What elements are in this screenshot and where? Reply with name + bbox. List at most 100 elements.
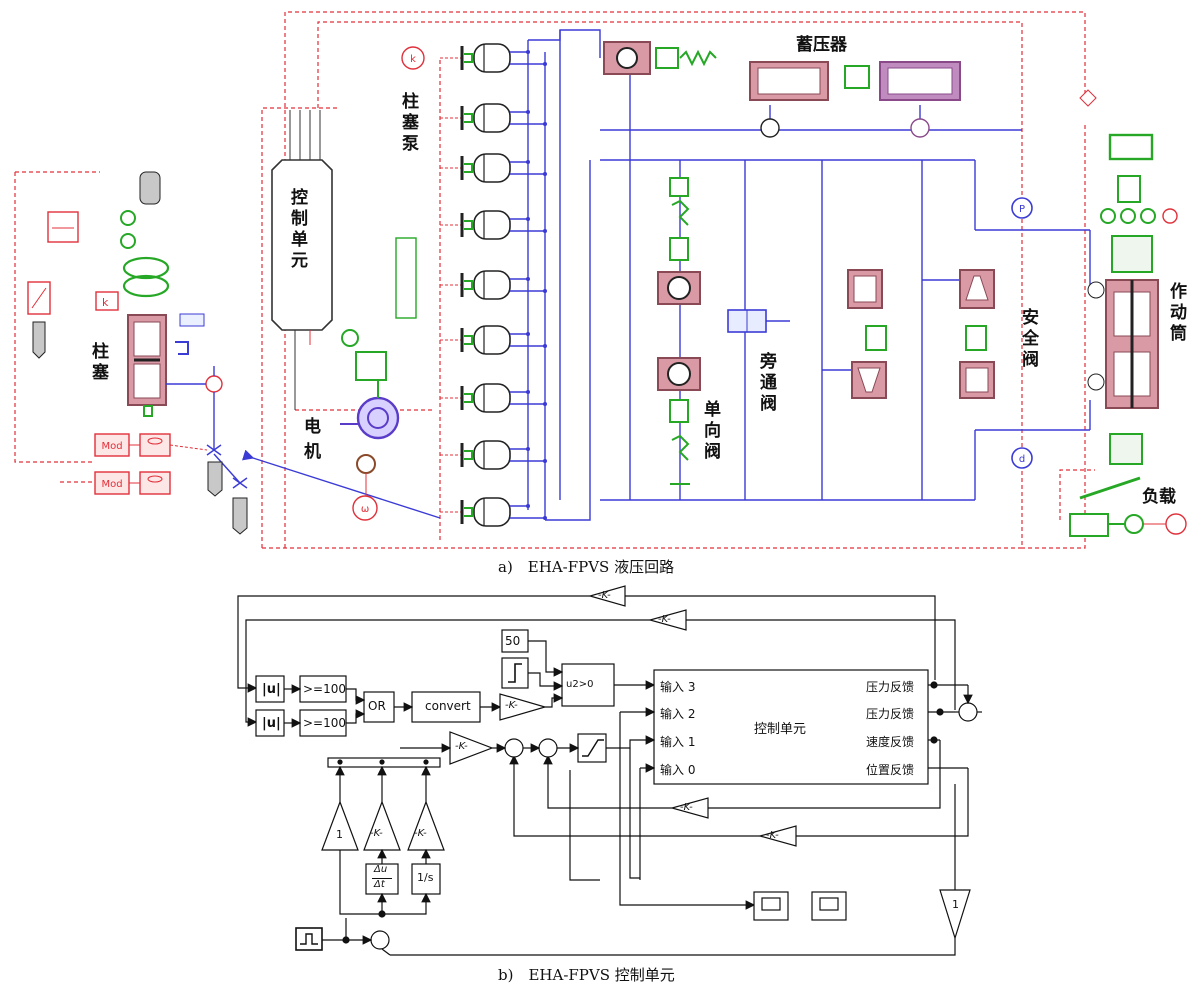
gain-block-position <box>757 825 797 847</box>
gain-speed-label: -K- <box>680 802 693 813</box>
sum-node-1 <box>504 738 524 758</box>
input-port-1: 输入 1 <box>660 735 696 749</box>
load-label: 负载 <box>1142 487 1176 507</box>
caption-a: a) EHA-FPVS 液压回路 <box>498 558 675 576</box>
plunger-pump-label: 柱塞泵 <box>398 92 418 155</box>
probe-icon <box>207 461 223 497</box>
pump-piston-4 <box>440 210 547 240</box>
database-icon <box>139 433 171 457</box>
safety-valves: P d <box>847 197 1033 469</box>
bypass-valve <box>727 309 790 333</box>
signal-generator-icon <box>295 927 323 951</box>
tag-icon <box>179 313 205 327</box>
k-source-icon <box>401 46 425 70</box>
derivative-fraction-bar <box>372 878 392 879</box>
sensor-icon <box>356 454 376 474</box>
gain-derivative-label: -K- <box>370 828 383 839</box>
convert-block-label: convert <box>425 699 471 713</box>
bypass-valve-label: 旁通阀 <box>756 352 776 415</box>
signal-block-icon <box>47 211 79 243</box>
input-port-0: 输入 0 <box>660 763 696 777</box>
load-icon <box>1109 433 1143 465</box>
gain-one-label: 1 <box>336 828 343 841</box>
integrator-block <box>411 863 441 895</box>
pump-piston-1 <box>440 43 547 73</box>
input-port-3: 输入 3 <box>660 680 696 694</box>
pump-piston-3 <box>440 153 547 183</box>
control-unit-title: 控制单元 <box>754 722 807 737</box>
spring-icon <box>679 49 717 67</box>
abs-block-2-label: |u| <box>262 716 281 731</box>
pressure-sensor-label: P <box>1019 204 1025 215</box>
control-unit-block <box>653 669 929 785</box>
probe-icon <box>232 497 248 535</box>
sum-node-error <box>370 930 390 950</box>
switch-condition-label: u2>0 <box>566 679 594 690</box>
load-source-icon <box>1165 513 1187 535</box>
hydraulic-lines <box>559 30 1091 501</box>
pump-piston-5 <box>440 270 547 300</box>
gain-integral-label: -K- <box>414 828 427 839</box>
sensor-probe-icon <box>32 321 46 359</box>
or-block <box>363 691 395 723</box>
scope-icon <box>811 891 847 921</box>
gain-output-label: 1 <box>952 898 959 911</box>
motor: ω <box>340 329 400 521</box>
probe-icon <box>139 171 161 205</box>
motor-label: 电机 <box>304 417 321 462</box>
accumulator-label: 蓄压器 <box>796 35 847 55</box>
limiter-icon <box>27 281 51 315</box>
junction-node-icon <box>205 375 223 393</box>
caption-b: b) EHA-FPVS 控制单元 <box>498 966 675 984</box>
database-icon <box>139 471 171 495</box>
pressure-sensor-icon <box>1011 197 1033 219</box>
flow-sensor-icon <box>1011 447 1033 469</box>
gain-block-speed <box>669 797 709 819</box>
spring-icon <box>122 256 170 280</box>
transducer-icon <box>120 210 136 226</box>
plunger-subsystem: k Mod Mod <box>27 171 441 535</box>
motor-icon <box>356 396 400 440</box>
actuator-label: 作动筒 <box>1166 282 1186 345</box>
scope-icon <box>753 891 789 921</box>
pump-piston-8 <box>440 440 547 470</box>
gain-block-integral <box>407 800 445 851</box>
check-valves <box>657 177 701 485</box>
flow-sensor-label: d <box>1019 454 1025 465</box>
check-icon <box>910 118 930 138</box>
output-port-pressure-1: 压力反馈 <box>866 680 915 694</box>
compare-block-1-label: >=100 <box>303 682 347 696</box>
check-icon <box>760 118 780 138</box>
svg-text:k: k <box>102 296 109 309</box>
gain-top-1-label: -K- <box>598 590 611 601</box>
compare-block-2-label: >=100 <box>303 716 347 730</box>
pump-piston-6 <box>440 325 547 355</box>
pump-piston-2 <box>440 103 547 133</box>
junction-icon <box>1079 89 1097 107</box>
actuator <box>1069 89 1187 537</box>
input-port-2: 输入 2 <box>660 707 696 721</box>
control-unit-label: 控制单元 <box>287 188 307 272</box>
output-port-speed: 速度反馈 <box>866 735 915 749</box>
abs-block-1-label: |u| <box>262 682 281 697</box>
abs-block-2 <box>255 709 285 737</box>
control-unit-cylinder <box>271 110 333 410</box>
gain-k-icon <box>95 291 119 311</box>
sum-node-feedback <box>958 702 978 722</box>
saturation-block <box>577 733 607 763</box>
k-source-label: k <box>410 54 416 65</box>
gain-convert-label: -K- <box>505 700 518 711</box>
spring-icon <box>671 199 690 226</box>
derivative-den: Δt <box>374 879 385 890</box>
motor-coupler-icon <box>355 351 387 381</box>
pump-piston-9 <box>440 497 547 527</box>
output-port-pressure-2: 压力反馈 <box>866 707 915 721</box>
safety-valve-label: 安全阀 <box>1018 308 1038 371</box>
gain-block-output <box>939 889 971 941</box>
signal-source-icon <box>352 495 378 521</box>
integrator-label: 1/s <box>417 871 434 884</box>
compare-block-2 <box>299 709 347 737</box>
derivative-num: Δu <box>374 864 388 875</box>
output-port-position: 位置反馈 <box>866 763 915 777</box>
